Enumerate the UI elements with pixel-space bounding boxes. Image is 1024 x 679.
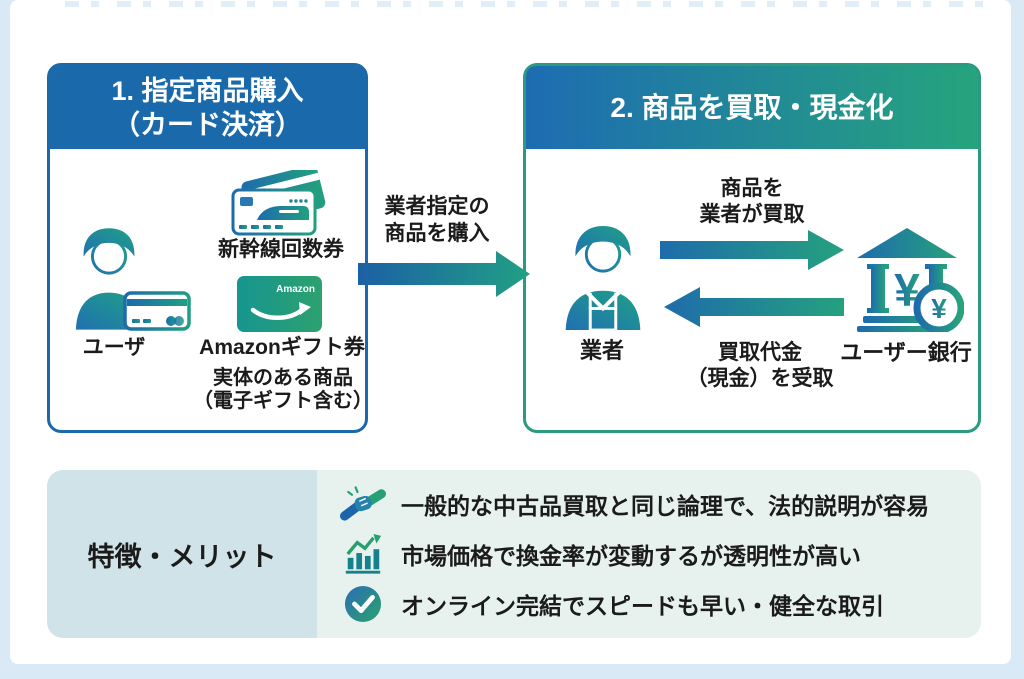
features-list: 一般的な中古品買取と同じ論理で、法的説明が容易 [317, 470, 981, 638]
purchase-arrow-label: 業者指定の 商品を購入 [384, 195, 490, 245]
amazon-label: Amazonギフト券 [199, 336, 365, 359]
step1-title-line2: （カード決済） [113, 109, 302, 140]
step1-panel: 1. 指定商品購入 （カード決済） [47, 63, 373, 433]
bar-chart-icon [339, 533, 387, 575]
step1-title-line1: 1. 指定商品購入 [111, 75, 304, 106]
features-heading: 特徴・メリット [87, 541, 277, 572]
cropped-text-remnants [65, 1, 995, 7]
credit-card-icon [123, 291, 191, 331]
step2-header: 2. 商品を買取・現金化 [526, 66, 978, 149]
bank-icon: ¥ ¥ [857, 228, 964, 332]
feature-text: 一般的な中古品買取と同じ論理で、法的説明が容易 [401, 493, 930, 519]
feature-text: 市場価格で換金率が変動するが透明性が高い [401, 543, 861, 569]
features-section: 特徴・メリット 一般的な中 [47, 470, 981, 638]
payment-arrow [664, 287, 844, 327]
coin-yen-symbol: ¥ [931, 293, 947, 324]
feature-text: オンライン完結でスピードも早い・健全な取引 [401, 593, 884, 619]
purchase-arrow [358, 251, 530, 297]
user-label: ユーザ [82, 336, 146, 359]
feature-item-legal: 一般的な中古品買取と同じ論理で、法的説明が容易 [339, 481, 981, 527]
payment-arrow-label: 買取代金 （現金）を受取 [686, 341, 834, 390]
step2-title: 2. 商品を買取・現金化 [610, 91, 894, 123]
coin-icon [913, 282, 964, 332]
buyback-arrow-label: 商品を 業者が買取 [699, 177, 805, 226]
bank-label: ユーザー銀行 [840, 340, 972, 365]
buyback-arrow [660, 230, 844, 270]
physical-goods-note: 実体のある商品 （電子ギフト含む） [193, 367, 373, 412]
dealer-icon [565, 225, 641, 332]
dealer-label: 業者 [579, 338, 625, 363]
step2-panel: 2. 商品を買取・現金化 業者 商品を 業者が買取 [523, 63, 981, 433]
shinkansen-ticket-icon [231, 170, 326, 236]
content-card: 1. 指定商品購入 （カード決済） [10, 0, 1011, 664]
feature-item-online: オンライン完結でスピードも早い・健全な取引 [339, 581, 981, 627]
amazon-gift-card-icon: Amazon [237, 276, 322, 332]
shinkansen-label: 新幹線回数券 [218, 238, 344, 261]
handshake-icon [339, 483, 387, 525]
amazon-card-text: Amazon [276, 284, 315, 295]
feature-item-transparency: 市場価格で換金率が変動するが透明性が高い [339, 531, 981, 577]
features-heading-box: 特徴・メリット [47, 470, 317, 638]
check-circle-icon [339, 585, 387, 623]
step1-header: 1. 指定商品購入 （カード決済） [50, 66, 365, 149]
